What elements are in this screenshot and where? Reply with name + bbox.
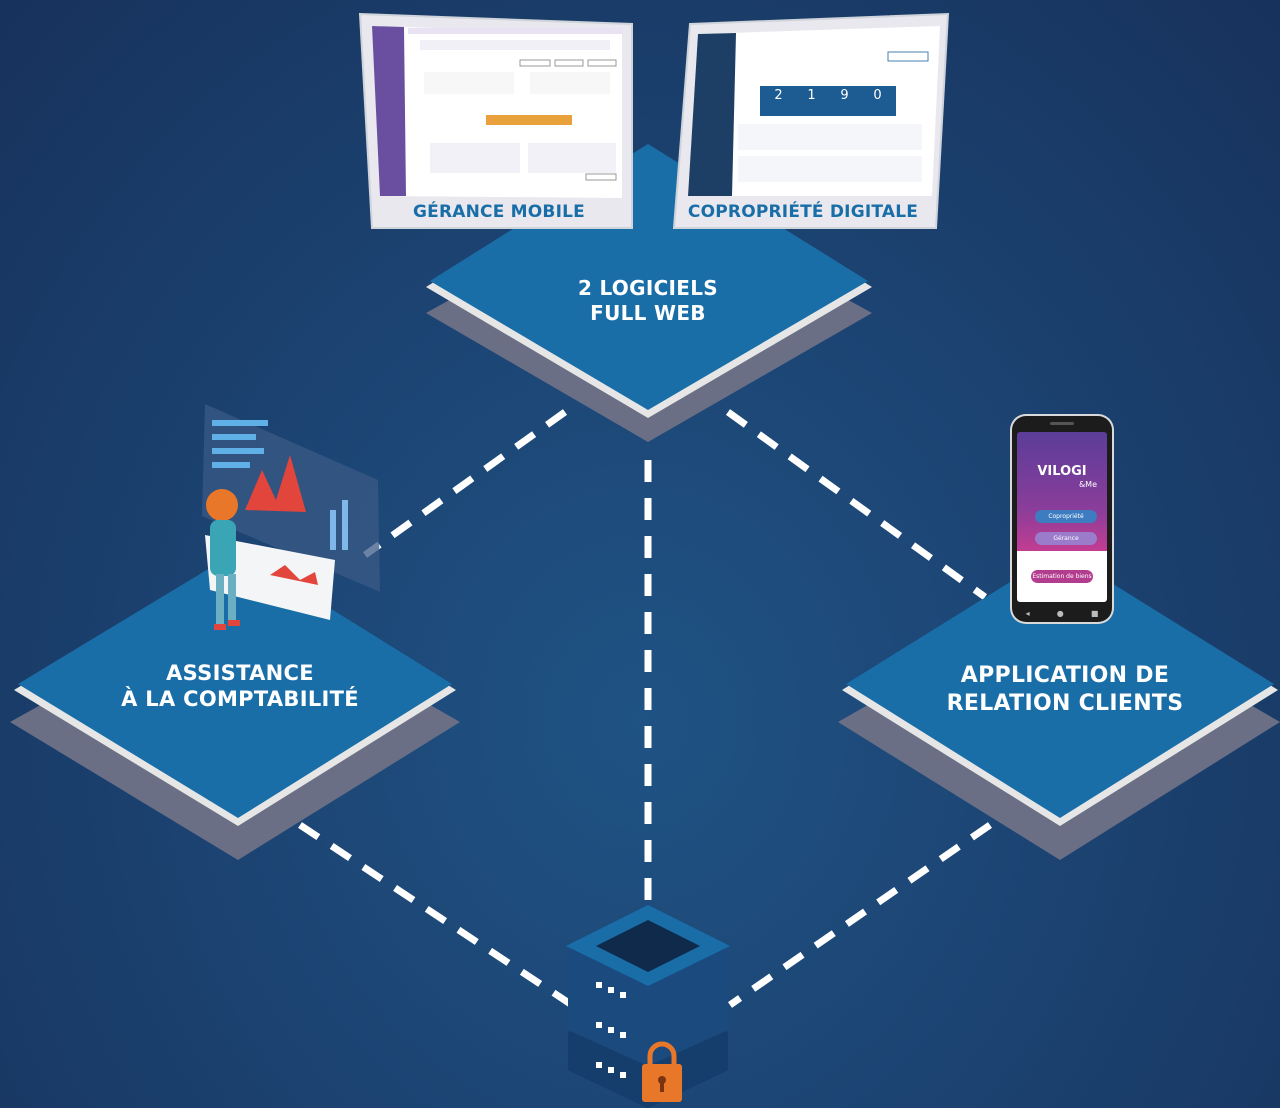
stat-value: 9: [840, 88, 849, 103]
phone-notch: [1050, 422, 1074, 425]
label-line: À LA COMPTABILITÉ: [121, 687, 359, 712]
label-line: FULL WEB: [590, 301, 706, 325]
label-assistance-comptabilite: ASSISTANCE À LA COMPTABILITÉ: [60, 660, 420, 713]
caption-gerance-mobile: GÉRANCE MOBILE: [413, 202, 585, 222]
copro-stats: 2 1 9 0: [762, 88, 894, 103]
phone-screen: VILOGI &Me Copropriété Gérance Estimatio…: [1017, 432, 1107, 602]
phone-nav-bar: ◂ ● ■: [1012, 609, 1112, 618]
connector-top-left: [362, 409, 568, 558]
label-line: RELATION CLIENTS: [946, 690, 1184, 716]
screen-gerance: [358, 12, 633, 229]
home-icon[interactable]: ●: [1056, 609, 1064, 618]
stat-value: 1: [807, 88, 816, 103]
connector-top-right: [725, 409, 988, 600]
stat-value: 0: [873, 88, 882, 103]
back-icon[interactable]: ◂: [1025, 609, 1030, 618]
recents-icon[interactable]: ■: [1090, 609, 1099, 618]
label-logiciels-full-web: 2 LOGICIELS FULL WEB: [520, 276, 776, 326]
app-brand: VILOGI: [1037, 464, 1087, 479]
connector-right-server: [728, 822, 992, 1008]
screen-copropriete: [672, 12, 950, 229]
estimation-button[interactable]: Estimation de biens: [1031, 570, 1093, 583]
stat-value: 2: [774, 88, 783, 103]
label-line: 2 LOGICIELS: [578, 276, 718, 300]
diamond-left: [10, 551, 460, 860]
label-line: ASSISTANCE: [166, 661, 314, 685]
label-application-relation-clients: APPLICATION DE RELATION CLIENTS: [890, 662, 1240, 717]
gerance-button[interactable]: Gérance: [1035, 532, 1097, 545]
analyst-illustration: [202, 404, 380, 630]
caption-copropriete-digitale: COPROPRIÉTÉ DIGITALE: [687, 202, 919, 222]
app-brand-suffix: &Me: [1078, 480, 1097, 489]
diamond-right: [838, 551, 1280, 860]
label-line: APPLICATION DE: [960, 663, 1170, 688]
connectors: [298, 409, 992, 1008]
secure-server-icon: [566, 905, 730, 1108]
connector-left-server: [298, 822, 574, 1008]
copropriete-button[interactable]: Copropriété: [1035, 510, 1097, 523]
lock-icon: [642, 1041, 682, 1102]
diamond-top: [426, 144, 872, 442]
smartphone-mockup: VILOGI &Me Copropriété Gérance Estimatio…: [1012, 416, 1112, 622]
